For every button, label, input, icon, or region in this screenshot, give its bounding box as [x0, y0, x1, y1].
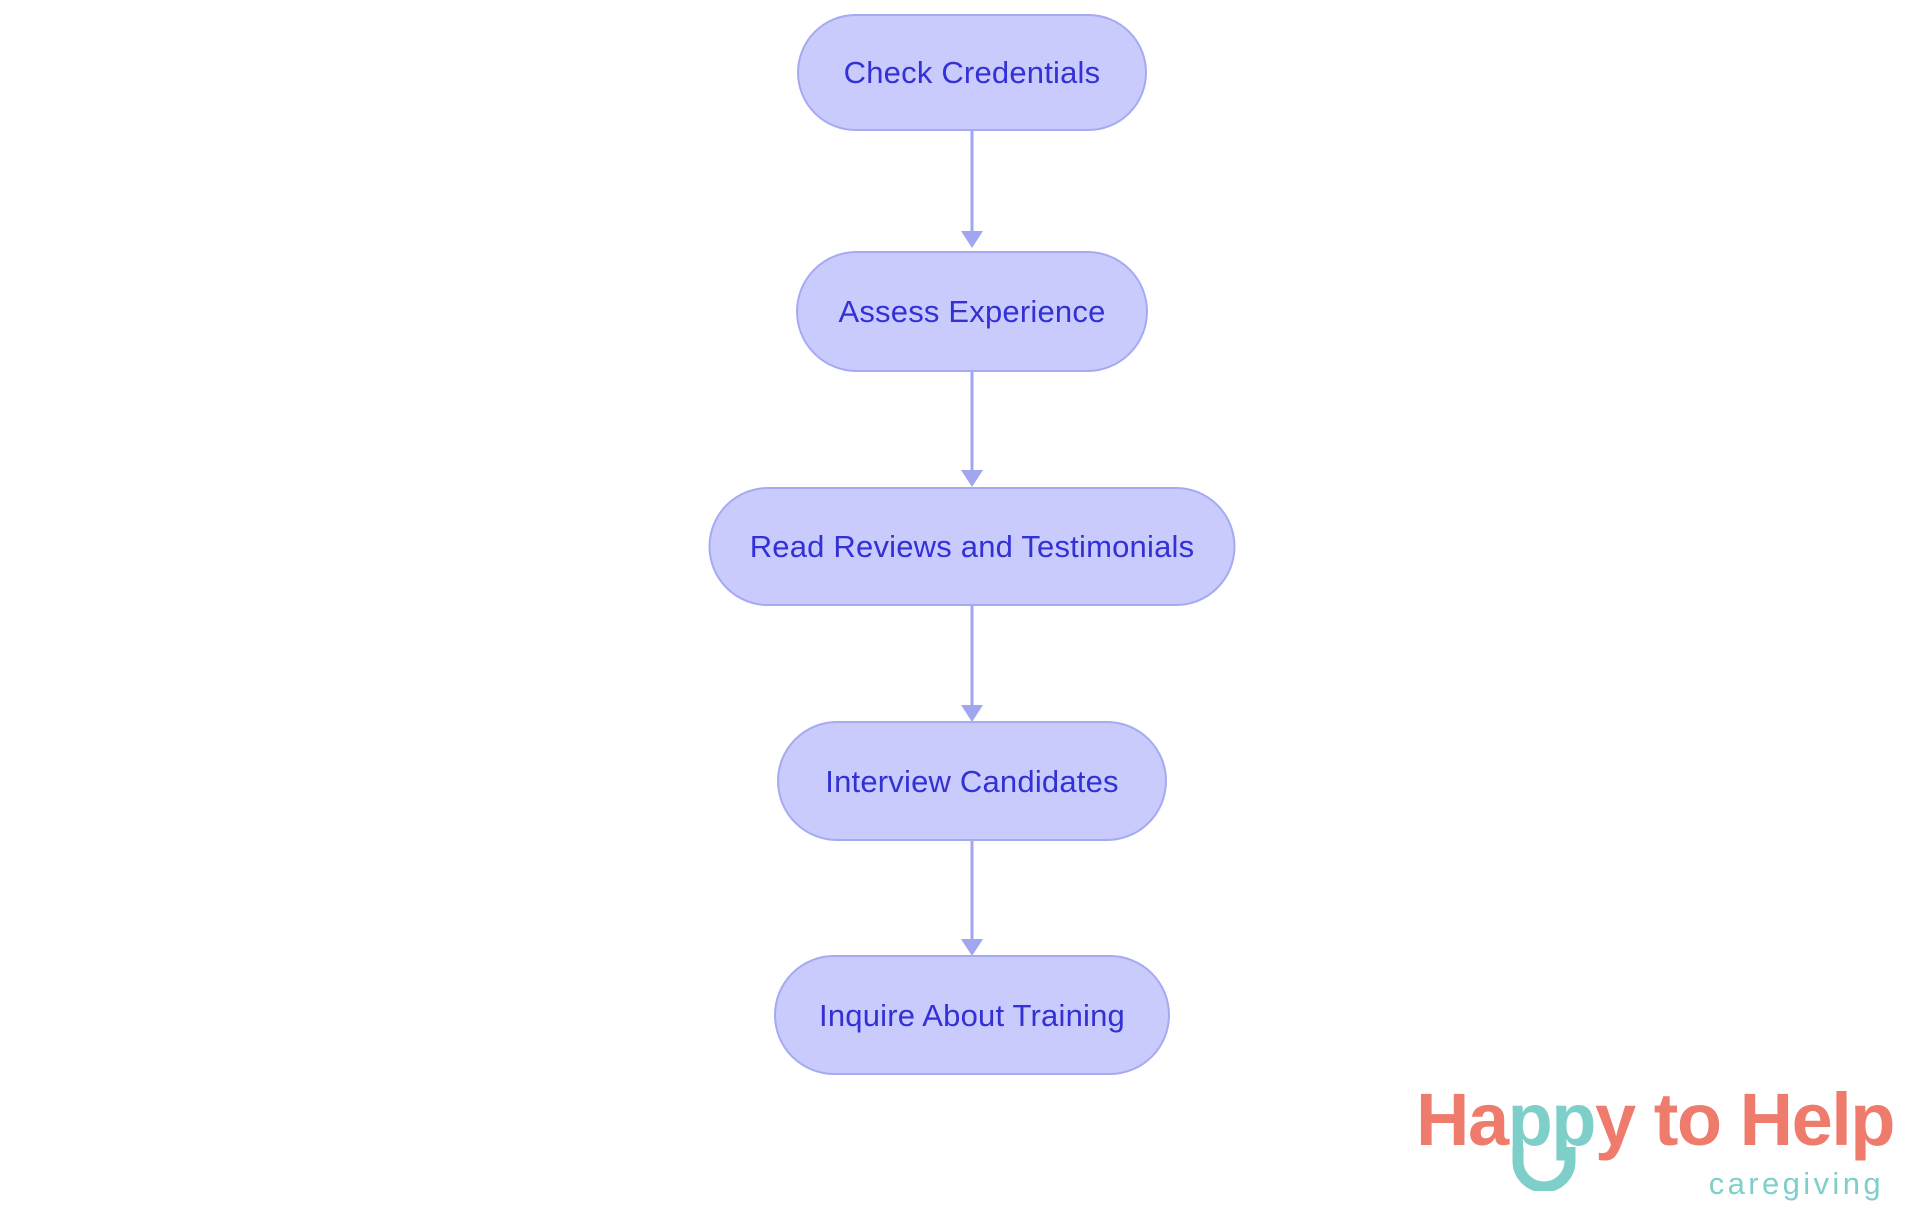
- flow-node[interactable]: Assess Experience: [796, 250, 1148, 372]
- arrowhead-down-icon: [961, 470, 983, 487]
- edge-line: [970, 606, 974, 707]
- flow-edge: [960, 841, 984, 956]
- flow-node-label: Read Reviews and Testimonials: [749, 528, 1195, 564]
- flow-edge: [960, 372, 984, 487]
- flow-edge: [960, 606, 984, 722]
- edge-line: [970, 841, 974, 941]
- logo-tagline: caregiving: [1708, 1166, 1884, 1201]
- arrowhead-down-icon: [961, 939, 983, 956]
- arrowhead-down-icon: [961, 231, 983, 248]
- flow-node-label: Assess Experience: [838, 293, 1106, 329]
- brand-logo: Happy to Help caregiving: [1416, 1083, 1895, 1201]
- logo-word-part-1: Ha: [1416, 1078, 1509, 1161]
- flow-node[interactable]: Inquire About Training: [774, 955, 1170, 1075]
- flow-node[interactable]: Check Credentials: [797, 13, 1147, 131]
- logo-word-part-2: pp: [1507, 1078, 1597, 1161]
- arrowhead-down-icon: [961, 705, 983, 722]
- flow-node-label: Check Credentials: [843, 54, 1101, 90]
- edge-line: [970, 372, 974, 472]
- flow-node-label: Interview Candidates: [825, 763, 1119, 799]
- edge-line: [970, 130, 974, 233]
- logo-wordmark: Happy to Help: [1416, 1083, 1895, 1157]
- flow-node[interactable]: Read Reviews and Testimonials: [708, 486, 1236, 606]
- flow-node[interactable]: Interview Candidates: [777, 721, 1167, 841]
- smile-arc-icon: [1512, 1145, 1576, 1191]
- flow-edge: [960, 130, 984, 248]
- flow-node-label: Inquire About Training: [819, 997, 1125, 1033]
- logo-word-part-3: y to Help: [1595, 1078, 1895, 1161]
